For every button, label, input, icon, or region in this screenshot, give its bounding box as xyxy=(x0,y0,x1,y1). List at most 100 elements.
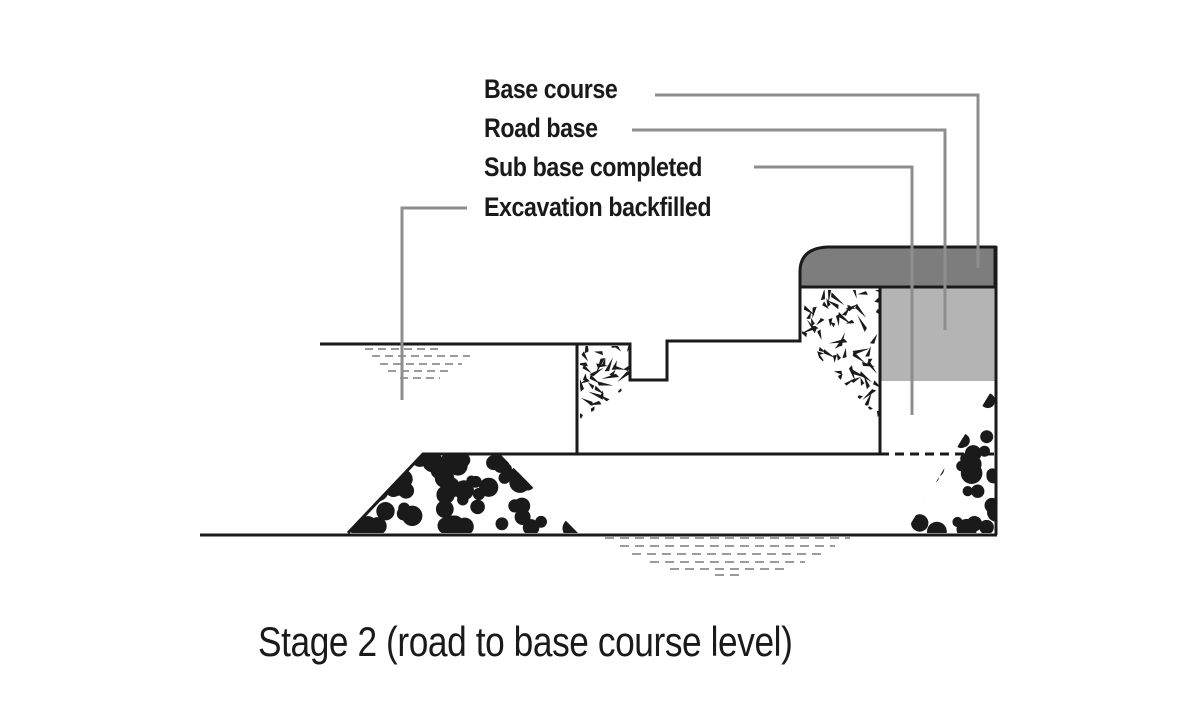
pebble xyxy=(906,433,927,454)
crushed-rock xyxy=(823,349,836,358)
crushed-rock xyxy=(817,365,829,372)
crushed-rock xyxy=(595,358,606,374)
water-table-bottom xyxy=(605,537,850,576)
crushed-rock xyxy=(802,329,807,338)
leader-road-base xyxy=(632,128,947,330)
crushed-rock xyxy=(833,401,839,410)
crushed-rock xyxy=(842,307,850,316)
pebble xyxy=(941,410,960,429)
crushed-rock xyxy=(601,373,619,379)
crushed-rock xyxy=(852,348,870,355)
pebble xyxy=(986,468,995,481)
crushed-rock xyxy=(852,351,866,363)
crushed-rock xyxy=(617,371,630,382)
pebble xyxy=(570,484,578,498)
pebble xyxy=(987,502,995,522)
pebble xyxy=(437,517,455,533)
crushed-rock xyxy=(611,360,617,370)
crushed-rock xyxy=(831,292,845,306)
label-excavation-backfilled: Excavation backfilled xyxy=(484,192,712,222)
crushed-fill-right xyxy=(802,290,880,420)
crushed-rock xyxy=(580,376,584,392)
diagram-title: Stage 2 (road to base course level) xyxy=(258,618,793,665)
pebble xyxy=(368,517,387,533)
crushed-rock xyxy=(590,406,595,420)
crushed-rock xyxy=(838,312,852,325)
pebble xyxy=(979,519,994,533)
crushed-rock xyxy=(818,407,828,412)
pebble xyxy=(533,462,549,477)
crushed-rock xyxy=(613,365,626,370)
crushed-rock xyxy=(828,387,845,398)
pebble xyxy=(948,408,966,426)
pebble xyxy=(376,502,395,521)
crushed-rock xyxy=(815,397,828,414)
crushed-rock xyxy=(852,369,868,379)
pebble xyxy=(565,490,576,502)
crushed-rock xyxy=(618,388,624,404)
pebble xyxy=(927,521,947,533)
pebble xyxy=(905,472,911,484)
pebble xyxy=(348,507,360,523)
crushed-rock xyxy=(851,395,856,405)
crushed-rock xyxy=(835,409,844,415)
pebble xyxy=(514,509,531,525)
road-base-layer xyxy=(880,287,995,381)
left-aggregate-pile xyxy=(348,454,578,533)
pebble xyxy=(920,437,937,454)
pebble xyxy=(393,469,413,489)
crushed-rock xyxy=(836,352,841,361)
crushed-rock xyxy=(815,404,825,414)
pebble xyxy=(962,486,973,497)
pebble xyxy=(571,501,578,514)
crushed-rock xyxy=(806,385,815,401)
crushed-rock xyxy=(851,399,859,416)
pebble xyxy=(923,431,938,445)
crushed-rock xyxy=(845,319,855,324)
pebble xyxy=(348,475,361,493)
crushed-rock xyxy=(582,364,592,374)
crushed-rock xyxy=(601,357,606,367)
crushed-rock xyxy=(827,290,832,304)
left-pile-slope-edge xyxy=(545,497,578,533)
crushed-rock xyxy=(857,291,868,295)
crushed-rock xyxy=(609,369,616,377)
crushed-rock xyxy=(584,346,589,354)
crushed-rock xyxy=(626,399,630,405)
crushed-rock xyxy=(818,346,826,353)
pebble xyxy=(920,438,931,449)
crushed-rock xyxy=(588,382,595,390)
crushed-rock xyxy=(869,333,878,344)
crushed-rock xyxy=(822,301,829,310)
crushed-rock xyxy=(597,381,614,386)
pebble xyxy=(907,431,929,453)
crushed-rock xyxy=(835,402,841,410)
crushed-rock xyxy=(812,306,817,319)
crushed-rock xyxy=(593,413,600,418)
crushed-rock xyxy=(588,391,603,400)
right-aggregate-pile xyxy=(905,385,995,533)
crushed-rock xyxy=(847,304,856,309)
crushed-rock xyxy=(852,395,863,407)
crushed-rock xyxy=(626,346,630,353)
pebble xyxy=(952,516,963,528)
pebble xyxy=(499,462,512,476)
crushed-rock xyxy=(628,405,630,414)
crushed-rock xyxy=(802,386,811,390)
crushed-rock xyxy=(863,391,872,406)
pebble xyxy=(567,495,578,516)
crushed-rock xyxy=(806,319,817,334)
crushed-rock xyxy=(802,353,804,368)
pebble xyxy=(960,453,972,465)
crushed-rock xyxy=(855,303,867,318)
leader-excavation xyxy=(400,206,467,400)
crushed-rock xyxy=(861,406,873,414)
crushed-fill-left xyxy=(580,346,630,420)
pebble xyxy=(435,500,454,518)
pebble xyxy=(479,477,499,497)
pebble xyxy=(920,385,935,400)
crushed-rock xyxy=(833,354,837,363)
crushed-rock xyxy=(831,389,835,406)
pebble xyxy=(911,514,929,532)
